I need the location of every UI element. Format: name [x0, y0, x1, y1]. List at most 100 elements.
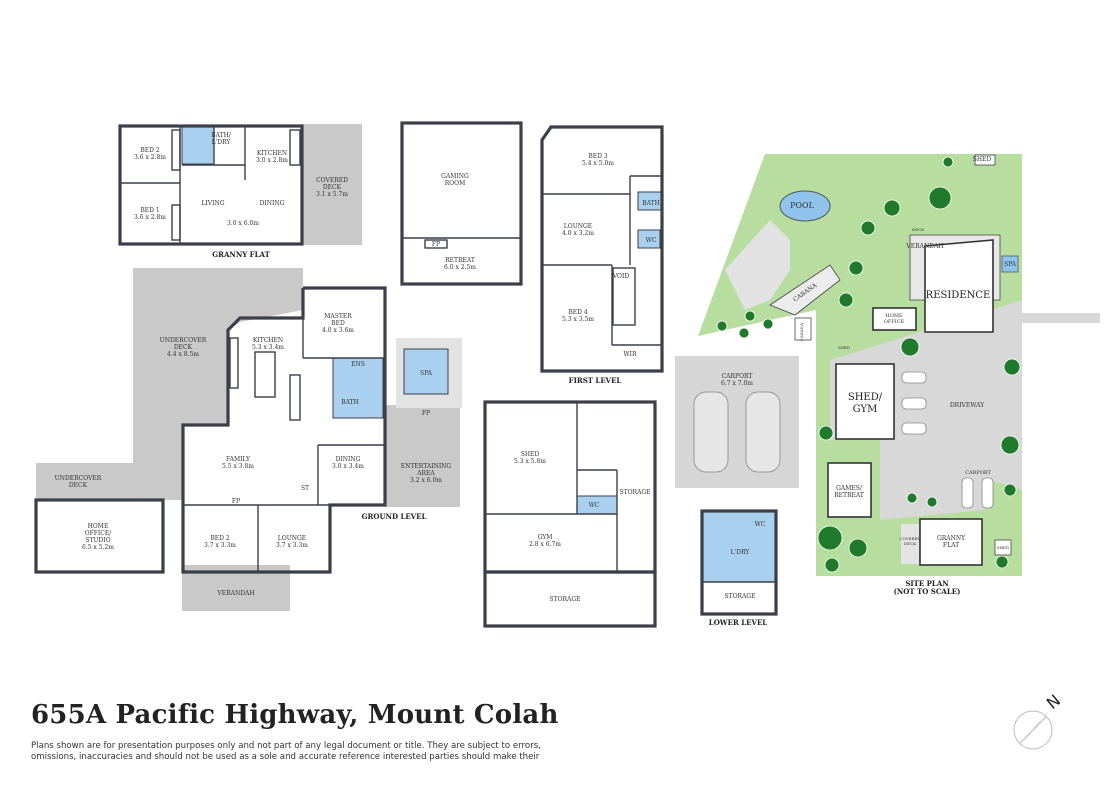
spa [403, 348, 449, 395]
gym-label: GYM [538, 534, 553, 541]
car-icon [981, 477, 994, 509]
pool [779, 190, 831, 222]
site-verandah-label: VERANDAH [905, 243, 943, 250]
site-games-retreat [827, 462, 872, 518]
lower-level-plan: WC L'DRY STORAGE LOWER LEVEL [700, 509, 778, 627]
granny-dining-label: DINING [260, 200, 285, 207]
gaming-room-label: GAMING [441, 173, 469, 180]
storage-walls [483, 570, 657, 628]
north-arrow-icon: N [1013, 691, 1064, 750]
site-shed-b-label: SHED [997, 545, 1009, 550]
retreat-dim: 6.0 x 2.5m [444, 264, 476, 271]
compass-letter: N [1043, 691, 1064, 713]
undercover-deck-label-2: DECK [174, 344, 193, 351]
site-plan: POOL SHED VERANDAH SPA CABANA RESIDENCE … [698, 154, 1100, 596]
family-label: FAMILY [226, 456, 251, 463]
spa-label: SPA [420, 370, 433, 377]
fp-label: FP [232, 498, 240, 505]
site-covered-deck-label: COVERED [899, 536, 920, 541]
shed-small-label: SHED [838, 345, 850, 350]
entertaining-fp-label: FP [422, 410, 430, 417]
home-office-label: HOME [88, 523, 109, 530]
covered-deck-label: COVERED [316, 177, 348, 184]
car-icon [961, 477, 974, 509]
undercover-deck-label: UNDERCOVER [160, 337, 207, 344]
home-office-dim: 6.5 x 5.2m [82, 544, 114, 551]
lower-level-caption: LOWER LEVEL [709, 618, 767, 627]
first-level-caption: FIRST LEVEL [569, 376, 622, 385]
ens-bath-area [332, 357, 384, 419]
granny-bed2-label: BED 2 [140, 147, 160, 154]
shed-gym-walls [483, 400, 657, 574]
kitchen-label: KITCHEN [253, 337, 283, 344]
granny-flat-caption: GRANNY FLAT [212, 250, 270, 259]
shed-gym-plan: SHED 5.3 x 5.8m STORAGE WC GYM 2.8 x 6.7… [483, 400, 657, 628]
granny-bath-label: BATH/ [211, 132, 232, 139]
granny-bed2-dim: 3.6 x 2.8m [134, 154, 166, 161]
shed-dim: 5.3 x 5.8m [514, 458, 546, 465]
granny-ldry-label: L'DRY [212, 139, 232, 146]
site-plan-caption: SITE PLAN [905, 579, 949, 588]
covered-deck-dim: 3.1 x 5.7m [316, 191, 348, 198]
undercover-deck-dim: 4.4 x 8.5m [167, 351, 199, 358]
entertaining-area [385, 405, 460, 507]
bed3-label: BED 3 [588, 153, 608, 160]
first-level-walls [540, 125, 664, 373]
carport-label: CARPORT [722, 373, 753, 380]
covered-deck [302, 124, 362, 245]
site-shed-gym [835, 363, 895, 440]
site-plan-caption-2: (NOT TO SCALE) [894, 587, 961, 596]
bath-laundry-room [181, 125, 215, 165]
site-granny-label: GRANNY [937, 535, 966, 542]
first-lounge-dim: 4.0 x 3.2m [562, 230, 594, 237]
driveway-area [830, 300, 1022, 520]
lower-storage-label: STORAGE [549, 596, 580, 603]
site-granny-flat [919, 518, 983, 566]
site-carport-label: CARPORT [965, 470, 991, 476]
site-covered-deck-label-2: DECK [904, 541, 917, 546]
first-lounge-label: LOUNGE [564, 223, 592, 230]
site-home-office [872, 307, 917, 331]
lower-wc-label: WC [755, 521, 766, 528]
granny-living-label: LIVING [201, 200, 224, 207]
site-home-office-label-2: OFFICE [884, 319, 905, 325]
shed-wc-label: WC [589, 502, 600, 509]
master-bed-dim: 4.0 x 3.6m [322, 327, 354, 334]
games-label: GAMES/ [836, 485, 863, 492]
undercover-deck-b-label-2: DECK [69, 482, 88, 489]
site-spa-label: SPA [1004, 261, 1017, 268]
undercover-deck-b-label: UNDERCOVER [55, 475, 102, 482]
dining-dim: 3.0 x 3.4m [332, 463, 364, 470]
bed4-label: BED 4 [568, 309, 588, 316]
home-office-walls [34, 498, 165, 574]
granny-kitchen-dim: 3.0 x 2.8m [256, 157, 288, 164]
site-trees [716, 156, 1021, 573]
granny-bed1-label: BED 1 [140, 207, 159, 214]
lounge-dim: 3.7 x 3.3m [276, 542, 308, 549]
ground-level-plan: UNDERCOVER DECK 4.4 x 8.5m KITCHEN 5.3 x… [34, 268, 462, 611]
bed3-dim: 5.4 x 5.0m [582, 160, 614, 167]
driveway-label: DRIVEWAY [950, 402, 985, 409]
residence-label: RESIDENCE [926, 290, 991, 301]
retreat-label: RETREAT [445, 257, 475, 264]
first-level-plan: BED 3 5.4 x 5.0m LOUNGE 4.0 x 3.2m BED 4… [540, 125, 664, 385]
site-deck-label: DECK [912, 227, 925, 232]
disclaimer-text: Plans shown are for presentation purpose… [31, 741, 541, 762]
gaming-room-label-2: ROOM [445, 180, 466, 187]
property-address-title: 655A Pacific Highway, Mount Colah [31, 700, 559, 730]
entertaining-label-2: AREA [416, 470, 435, 477]
home-office-label-3: STUDIO [85, 537, 110, 544]
void-label: VOID [612, 273, 630, 280]
entertaining-dim: 3.2 x 6.0m [410, 477, 442, 484]
shed-gym-label-2: GYM [853, 404, 878, 415]
site-granny-label-2: FLAT [943, 542, 959, 549]
master-bed-label: MASTER [324, 313, 352, 320]
granny-flat-walls [118, 124, 304, 246]
car-icon [901, 397, 927, 410]
master-bed-label-2: BED [331, 320, 345, 327]
granny-living-dim: 3.0 x 6.0m [227, 220, 259, 227]
wir-label: WIR [623, 351, 637, 358]
st-label: ST [301, 485, 309, 492]
car-icon [901, 371, 927, 384]
ens-label: ENS [351, 361, 365, 368]
